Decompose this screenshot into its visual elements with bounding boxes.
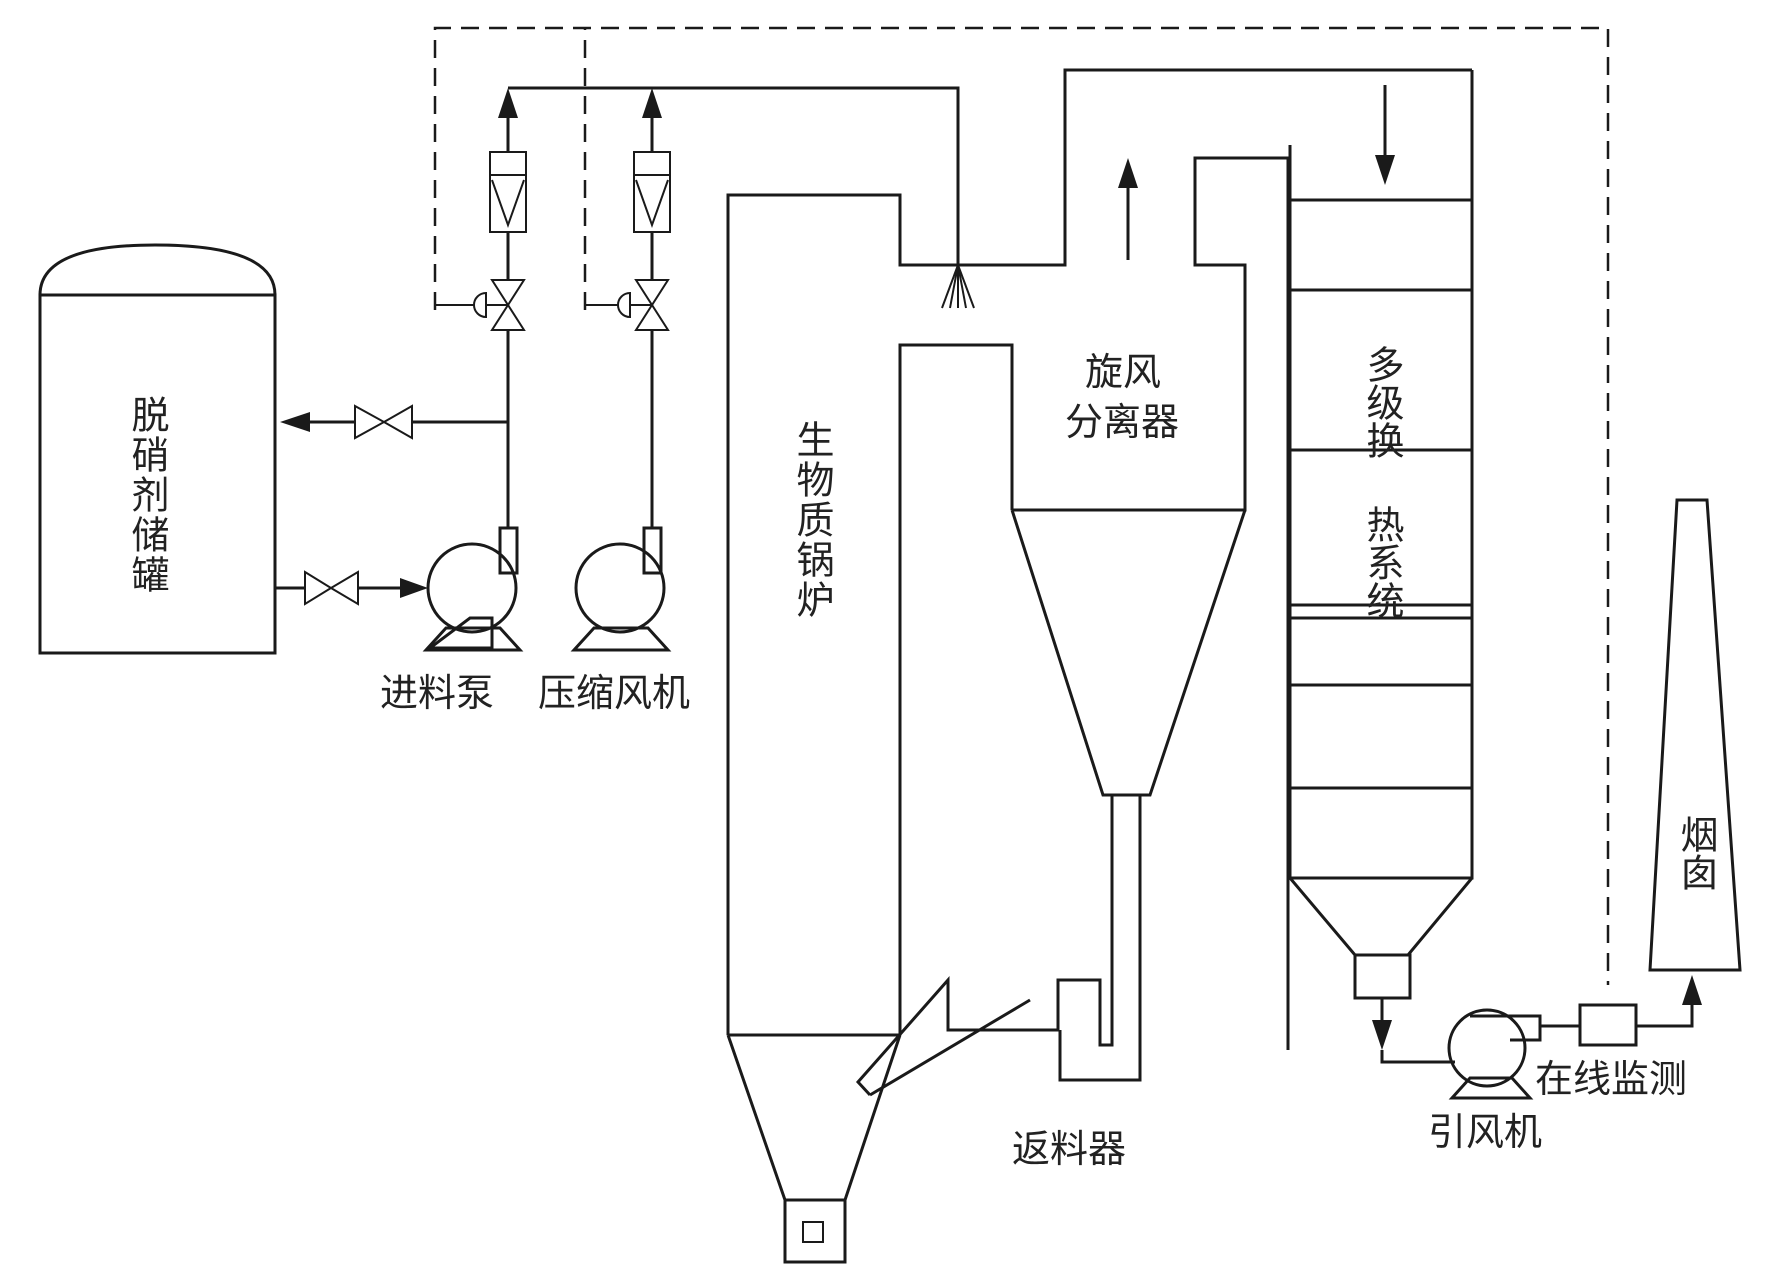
induced-fan-icon: [1447, 1008, 1542, 1100]
boiler-label: 生物质锅炉: [790, 420, 834, 620]
spray-nozzle-icon: [941, 264, 975, 309]
feed-pump-label: 进料泵: [380, 671, 494, 715]
injection-header: [508, 86, 960, 275]
return-valve-icon: [354, 404, 413, 440]
flue-outlet-line: [1372, 998, 1455, 1064]
air-line: [642, 88, 662, 528]
tank-outlet-line: [275, 578, 428, 598]
feed-flowmeter-icon: [489, 151, 527, 233]
control-signal-lines: [433, 26, 1610, 985]
heat-exchanger-label-top: 多级换: [1360, 345, 1404, 459]
compressor-label: 压缩风机: [538, 671, 690, 715]
cyclone-gas-arrow: [1118, 158, 1138, 260]
induced-fan-label: 引风机: [1428, 1110, 1542, 1154]
outlet-valve-icon: [304, 570, 359, 606]
boiler-symbol: [726, 68, 1472, 1264]
compressor-fan-icon: [570, 526, 672, 652]
cyclone-label-line2: 分离器: [1065, 400, 1179, 444]
feed-pump-icon: [422, 526, 524, 652]
chimney-label: 烟囱: [1674, 815, 1718, 891]
monitor-line: [1540, 975, 1702, 1047]
chimney-symbol: [1648, 498, 1742, 972]
feed-control-valve-icon: [435, 279, 526, 331]
tank-symbol: [38, 243, 277, 655]
feed-line: [498, 88, 518, 528]
tank-return-line: [280, 412, 508, 432]
tank-label: 脱硝剂储罐: [125, 395, 169, 595]
online-monitor-label: 在线监测: [1535, 1057, 1687, 1101]
cyclone-symbol: [855, 156, 1290, 1097]
return-feeder-label: 返料器: [1012, 1127, 1126, 1171]
air-control-valve-icon: [585, 279, 670, 331]
cyclone-label-line1: 旋风: [1085, 350, 1161, 394]
heat-exchanger-inlet-arrow: [1375, 85, 1395, 185]
heat-exchanger-label-bottom: 热系统: [1360, 505, 1404, 619]
air-flowmeter-icon: [633, 151, 671, 233]
